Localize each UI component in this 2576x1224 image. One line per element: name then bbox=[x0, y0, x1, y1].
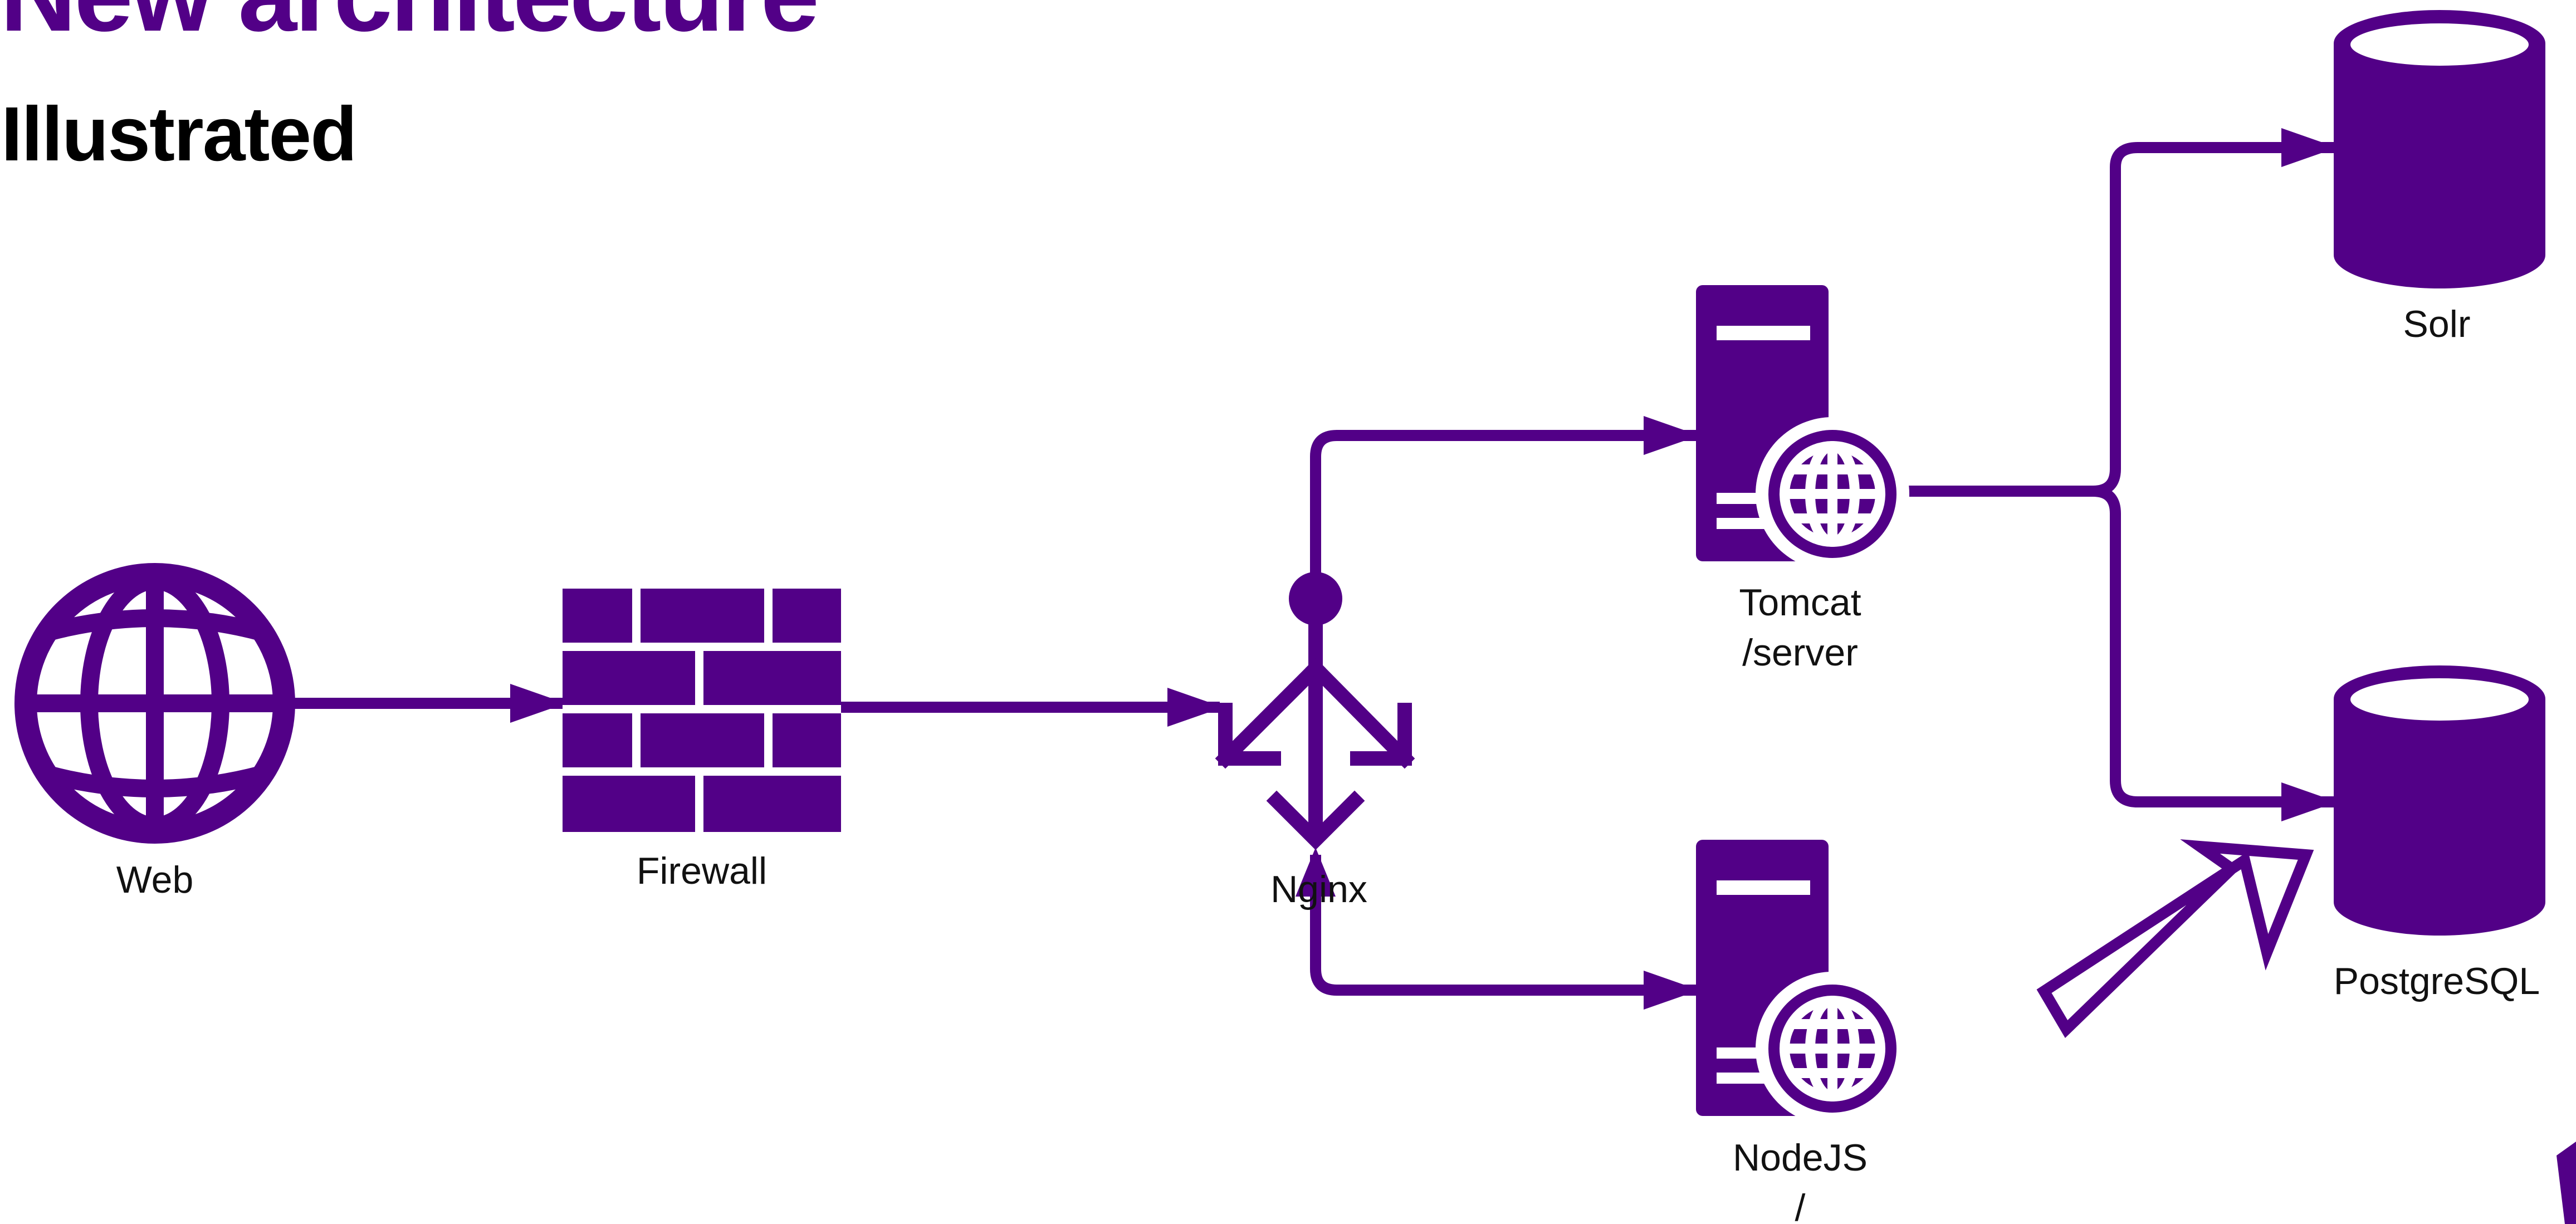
node-label-postgresql: PostgreSQL bbox=[2334, 960, 2540, 1002]
database-icon bbox=[2334, 10, 2545, 288]
logo-mark-icon bbox=[2557, 1142, 2576, 1224]
edge-tomcat-postgresql bbox=[2093, 486, 2337, 821]
node-label-tomcat-sub: /server bbox=[1742, 631, 1858, 674]
database-icon bbox=[2334, 665, 2545, 936]
slide-subtitle: Illustrated bbox=[1, 91, 357, 177]
node-label-nodejs: NodeJS bbox=[1733, 1137, 1868, 1179]
load-balancer-icon bbox=[1215, 572, 1415, 897]
slide-title: New architecture bbox=[0, 0, 819, 56]
highlight-arrow-icon bbox=[2036, 839, 2314, 1039]
web-server-icon bbox=[1696, 285, 1909, 571]
edge-nginx-tomcat bbox=[1310, 416, 1699, 599]
node-label-nodejs-sub: / bbox=[1795, 1187, 1806, 1224]
edge-nginx-nodejs bbox=[1310, 855, 1699, 1010]
node-label-tomcat: Tomcat bbox=[1739, 581, 1861, 624]
node-label-firewall: Firewall bbox=[637, 850, 767, 892]
node-label-nginx: Nginx bbox=[1270, 868, 1367, 910]
globe-icon bbox=[14, 563, 295, 844]
node-label-web: Web bbox=[116, 859, 194, 901]
web-server-icon bbox=[1696, 840, 1909, 1125]
connectors bbox=[290, 128, 2337, 1010]
node-label-solr: Solr bbox=[2403, 303, 2471, 345]
brick-wall-icon bbox=[563, 589, 841, 832]
edge-tomcat-solr bbox=[1894, 128, 2337, 497]
